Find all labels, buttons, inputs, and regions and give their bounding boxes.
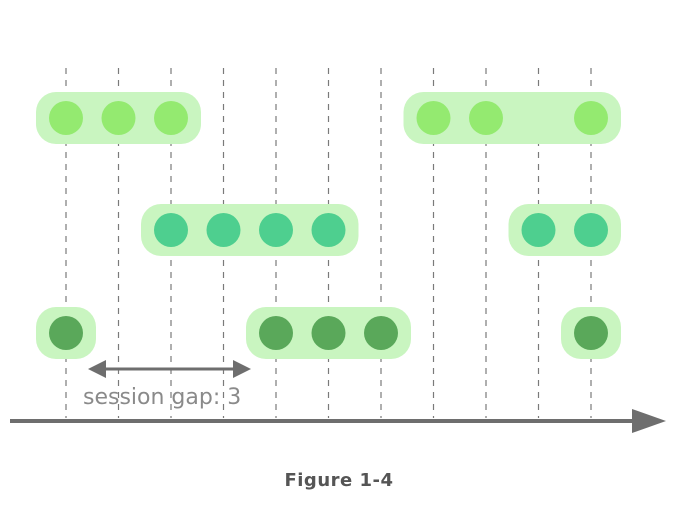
row-2-event-slot-10	[521, 213, 556, 247]
row-1-event-slot-11	[574, 101, 608, 135]
row-2-session-window-1	[141, 204, 359, 256]
row-1-event-slot-8	[416, 101, 451, 135]
row-1-event-slot-9	[469, 101, 503, 135]
row-1-session-window-2	[403, 92, 621, 144]
session-gap-arrow-right-head	[233, 360, 251, 378]
row-3-event-slot-7	[364, 316, 398, 350]
gridlines	[65, 68, 592, 418]
session-gap-indicator: session gap: 3	[83, 360, 251, 410]
row-2-event-slot-11	[574, 213, 608, 247]
row-1-event-slot-2	[101, 101, 136, 135]
row-1-event-slot-3	[154, 101, 188, 135]
session-gap-label: session gap: 3	[83, 385, 241, 410]
session-gap-arrow-left-head	[88, 360, 106, 378]
events	[49, 101, 608, 350]
row-3-event-slot-1	[49, 316, 83, 350]
time-axis	[10, 409, 666, 433]
figure-caption: Figure 1-4	[284, 470, 394, 491]
row-3-event-slot-6	[311, 316, 346, 350]
row-2-event-slot-3	[154, 213, 188, 247]
row-3-event-slot-11	[574, 316, 608, 350]
row-2-event-slot-5	[259, 213, 293, 247]
time-axis-arrowhead	[632, 409, 666, 433]
row-3-event-slot-5	[259, 316, 293, 350]
row-2-event-slot-4	[206, 213, 241, 247]
row-2-event-slot-6	[311, 213, 346, 247]
row-1-event-slot-1	[49, 101, 83, 135]
